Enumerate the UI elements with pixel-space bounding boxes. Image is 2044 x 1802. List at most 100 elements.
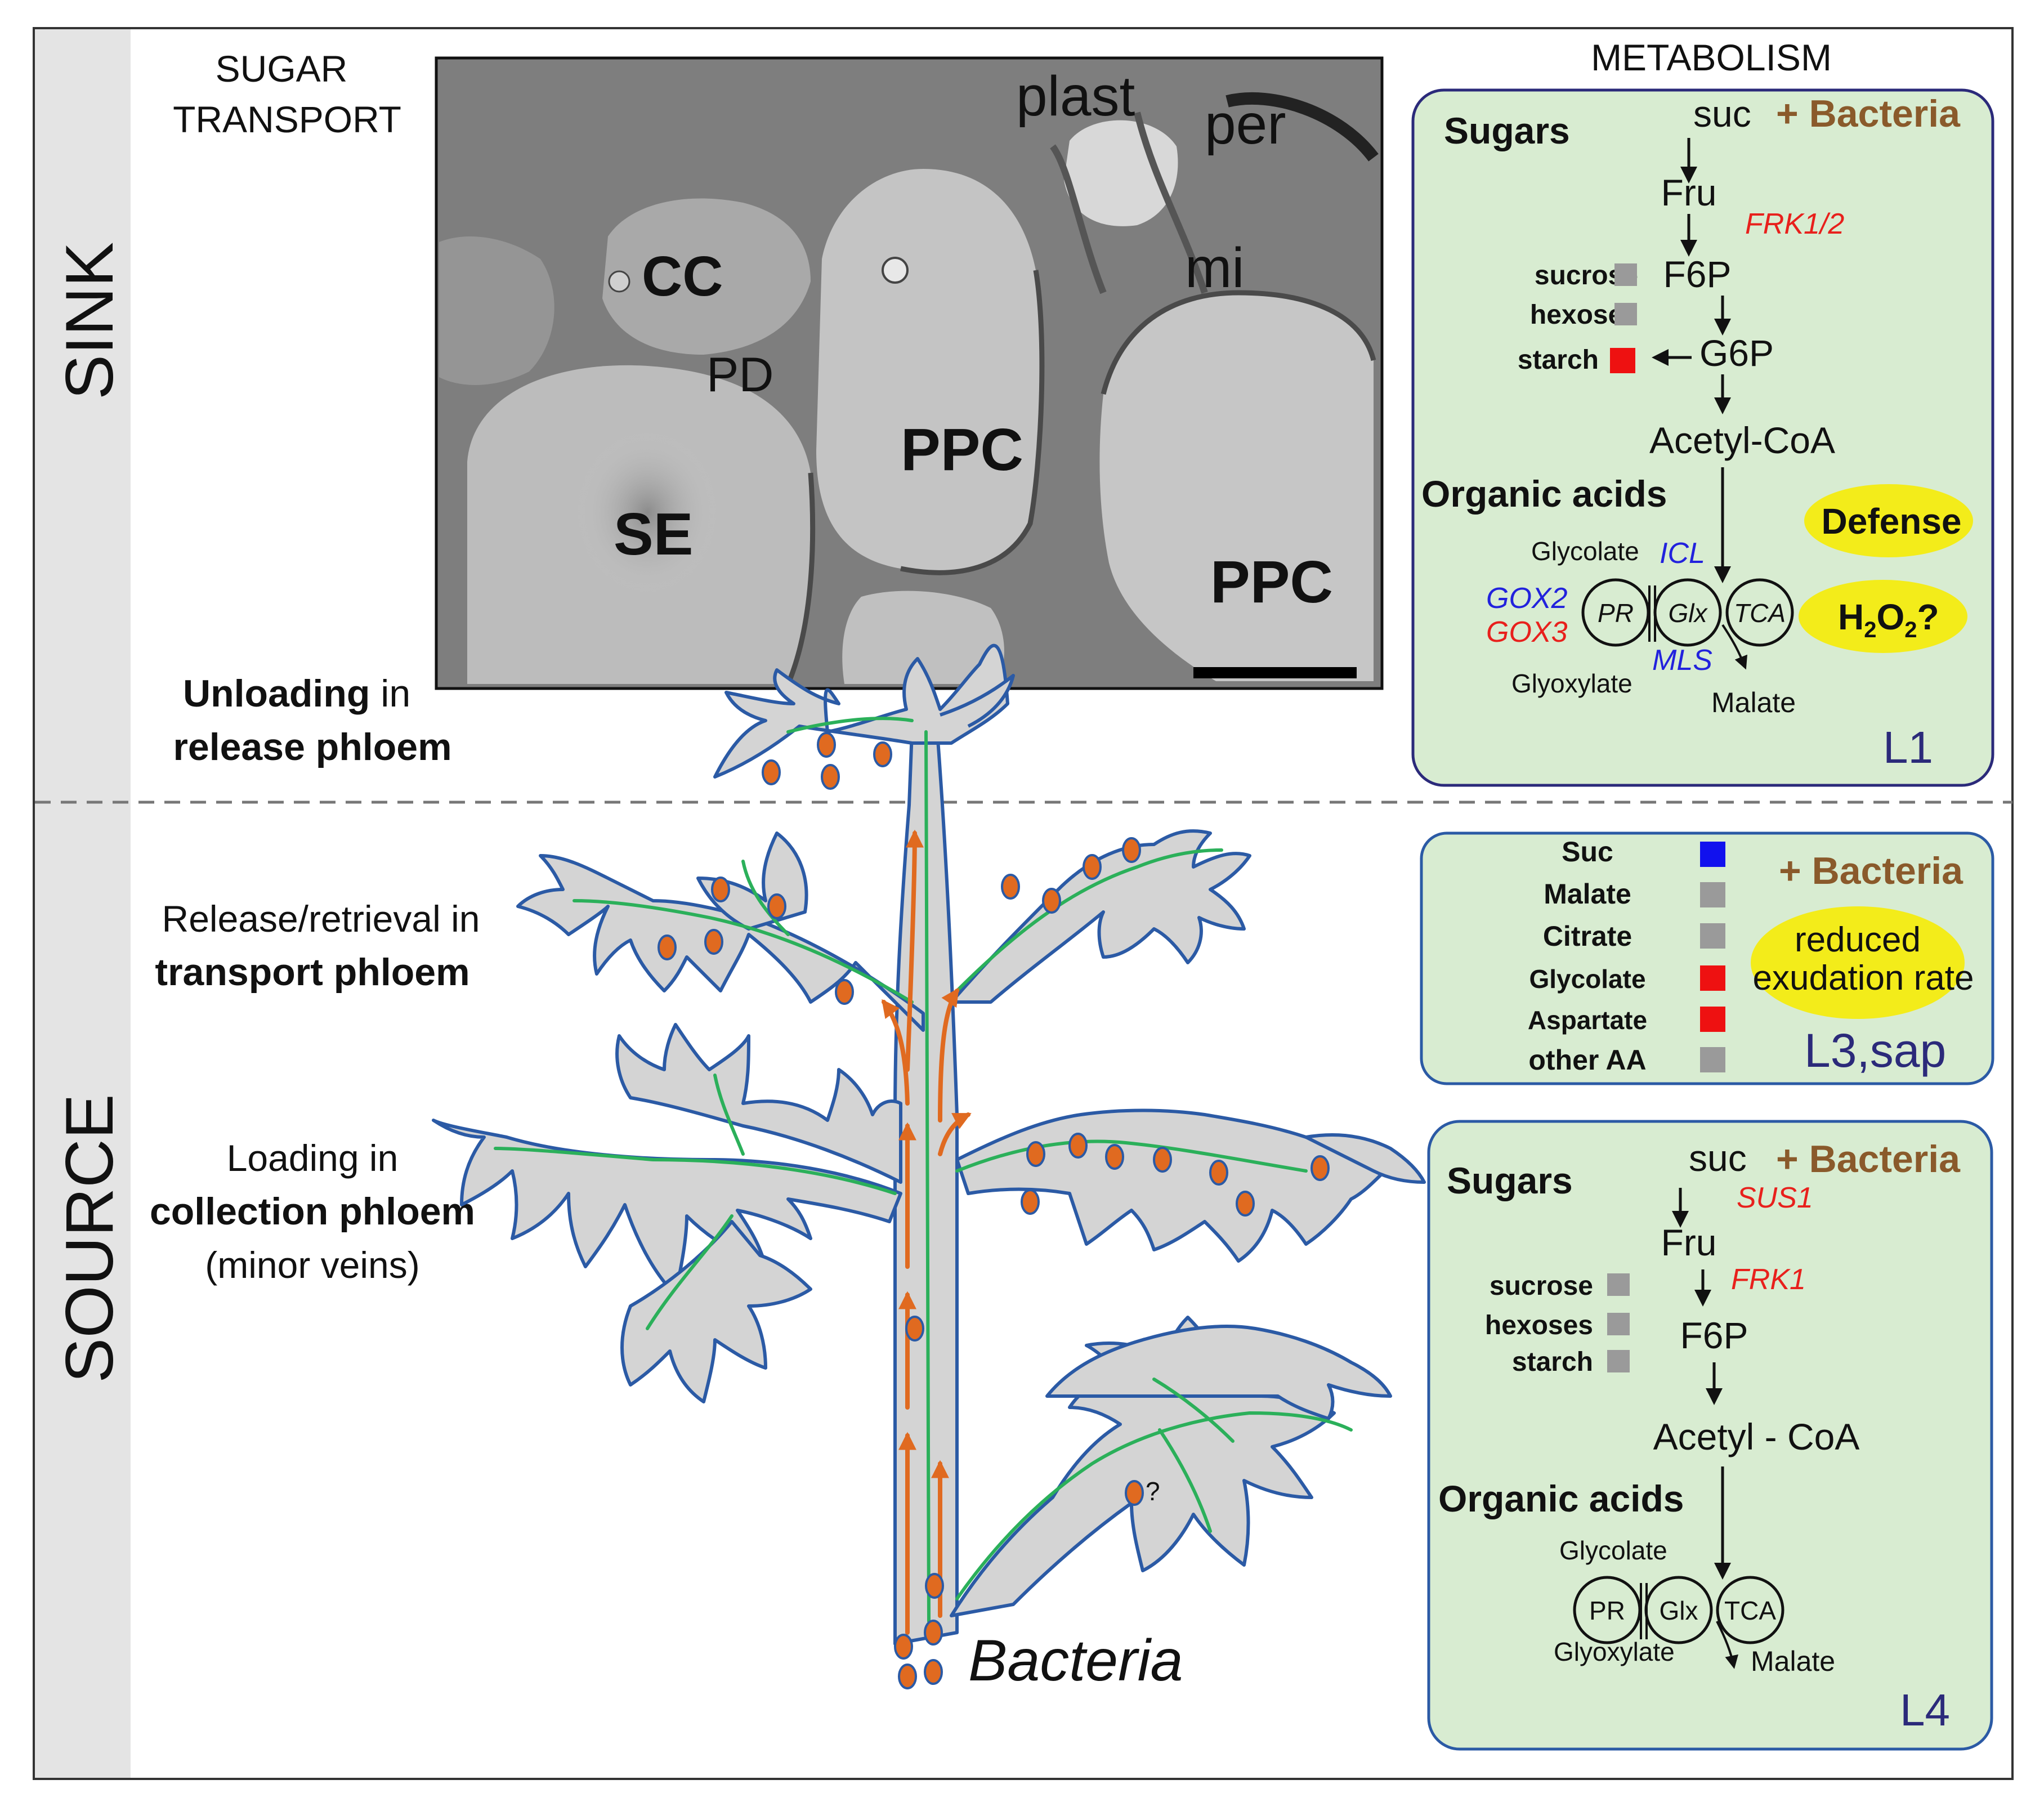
- l4-legend-sucrose: sucrose: [1490, 1271, 1593, 1301]
- l1-icl: ICL: [1660, 537, 1705, 570]
- l1-acetyl: Acetyl-CoA: [1649, 419, 1835, 461]
- l1-defense: Defense: [1822, 501, 1962, 542]
- l4-f6p: F6P: [1680, 1314, 1748, 1356]
- l3-item-aspartate: Aspartate: [1528, 1005, 1647, 1035]
- l3-tag: L3,sap: [1804, 1024, 1946, 1077]
- l1-tca: TCA: [1734, 598, 1786, 628]
- l1-frk: FRK1/2: [1745, 208, 1844, 240]
- l1-h2o2: H2O2?: [1838, 597, 1939, 642]
- l4-sus: SUS1: [1737, 1182, 1813, 1214]
- side-band: [35, 29, 131, 1778]
- label-ppc-2: PPC: [1210, 549, 1333, 615]
- leaf-lower-right-top: [1045, 1325, 1392, 1420]
- l4-legend-starch: starch: [1512, 1347, 1593, 1377]
- l3-item-malate: Malate: [1544, 878, 1631, 910]
- leaf-middle-right-tip: [1304, 1133, 1426, 1184]
- collection-phloem-label: collection phloem: [150, 1190, 475, 1233]
- label-pd: PD: [706, 348, 773, 402]
- bacteria-dots: [658, 732, 1330, 1689]
- l1-h2o2-highlight: [1799, 580, 1967, 653]
- leaf-lower-left-drop: [620, 1220, 812, 1403]
- label-per: per: [1205, 93, 1286, 156]
- apical-shoot: [713, 643, 1009, 779]
- panel-l1: Sugars suc + Bacteria Fru FRK1/2 F6P G6P…: [1411, 88, 1994, 787]
- l1-tca-cycle: [1725, 578, 1794, 647]
- transport-arrows: [882, 829, 972, 1635]
- l4-legend-hexoses-box: [1607, 1313, 1630, 1335]
- transport-phloem-label: transport phloem: [155, 951, 469, 994]
- l3-citrate-box: [1700, 923, 1725, 949]
- l4-sugars: Sugars: [1447, 1160, 1573, 1201]
- l1-malate: Malate: [1711, 687, 1796, 718]
- label-mi: mi: [1185, 236, 1245, 299]
- leaf-middle-right: [955, 1108, 1386, 1263]
- l3-item-citrate: Citrate: [1543, 920, 1632, 952]
- l1-legend-hexoses-box: [1614, 303, 1637, 325]
- leaf-lower-left: [615, 1023, 902, 1184]
- l4-frk: FRK1: [1731, 1263, 1806, 1296]
- loading-label: Loading in: [227, 1137, 399, 1179]
- l4-pr: PR: [1589, 1596, 1625, 1625]
- l4-fru: Fru: [1661, 1222, 1717, 1263]
- l3-suc-box: [1700, 842, 1725, 867]
- l1-bacteria: + Bacteria: [1776, 92, 1961, 135]
- l4-tca-cycle: [1716, 1576, 1784, 1644]
- l3-note-line1: reduced: [1795, 920, 1921, 959]
- l1-tag: L1: [1883, 722, 1933, 772]
- l4-acetyl: Acetyl - CoA: [1653, 1416, 1860, 1457]
- l4-suc: suc: [1689, 1137, 1747, 1179]
- sink-label: SINK: [52, 242, 127, 400]
- label-cc: CC: [642, 245, 723, 308]
- l3-glycolate-box: [1700, 965, 1725, 991]
- l1-glx: Glx: [1669, 598, 1708, 628]
- l1-fru: Fru: [1661, 172, 1717, 213]
- panel-l3: Suc Malate Citrate Glycolate Aspartate o…: [1420, 831, 1994, 1085]
- l1-gox2: GOX2: [1486, 582, 1568, 615]
- leaf-upper-right: [950, 829, 1251, 1004]
- l4-organic-acids: Organic acids: [1438, 1478, 1684, 1519]
- release-retrieval-label: Release/retrieval in: [162, 898, 480, 940]
- l1-legend-starch-box: [1610, 348, 1635, 373]
- sugar-transport-header-2: TRANSPORT: [173, 99, 401, 140]
- l4-glyoxylate: Glyoxylate: [1554, 1637, 1675, 1666]
- leaf-lower-left-wide: [432, 1119, 902, 1296]
- l4-malate: Malate: [1751, 1646, 1835, 1677]
- l1-suc: suc: [1693, 93, 1751, 135]
- l4-tca: TCA: [1724, 1596, 1776, 1625]
- minor-veins-label: (minor veins): [205, 1244, 419, 1286]
- l4-glycolate: Glycolate: [1559, 1536, 1667, 1565]
- l1-mls: MLS: [1652, 644, 1712, 677]
- l3-item-glycolate: Glycolate: [1529, 964, 1645, 994]
- l3-note-highlight: [1751, 906, 1965, 1019]
- label-se: SE: [614, 501, 693, 567]
- l4-legend-starch-box: [1607, 1350, 1630, 1372]
- label-ppc-1: PPC: [901, 417, 1023, 483]
- l3-other-aa-box: [1700, 1047, 1725, 1072]
- metabolism-header: METABOLISM: [1591, 37, 1832, 78]
- l3-aspartate-box: [1700, 1007, 1725, 1032]
- l3-bacteria: + Bacteria: [1779, 849, 1964, 892]
- l1-legend-starch: starch: [1518, 345, 1599, 375]
- l4-tag: L4: [1900, 1685, 1950, 1735]
- l4-legend-sucrose-box: [1607, 1273, 1630, 1296]
- l1-legend-sucrose-box: [1614, 263, 1637, 286]
- electron-micrograph: CC PD SE PPC PPC plast per mi: [435, 56, 1384, 690]
- question-mark-leaf: ?: [1146, 1477, 1160, 1506]
- l1-glyoxylate: Glyoxylate: [1511, 669, 1632, 698]
- l3-item-other-aa: other AA: [1528, 1044, 1646, 1076]
- l3-item-suc: Suc: [1562, 836, 1613, 868]
- l3-malate-box: [1700, 882, 1725, 907]
- l1-g6p: G6P: [1699, 332, 1774, 374]
- unloading-label: Unloading in: [183, 672, 410, 715]
- l4-legend-hexoses: hexoses: [1485, 1311, 1593, 1340]
- l1-organic-acids: Organic acids: [1421, 473, 1667, 515]
- l4-glx: Glx: [1660, 1596, 1698, 1625]
- l1-glycolate: Glycolate: [1531, 536, 1639, 566]
- label-plast: plast: [1016, 65, 1135, 128]
- panel-l4: Sugars suc + Bacteria SUS1 Fru FRK1 F6P …: [1427, 1120, 1993, 1751]
- source-label: SOURCE: [52, 1094, 127, 1383]
- l1-pr: PR: [1598, 598, 1634, 628]
- sugar-transport-header-1: SUGAR: [216, 48, 348, 90]
- release-phloem-label: release phloem: [173, 726, 451, 768]
